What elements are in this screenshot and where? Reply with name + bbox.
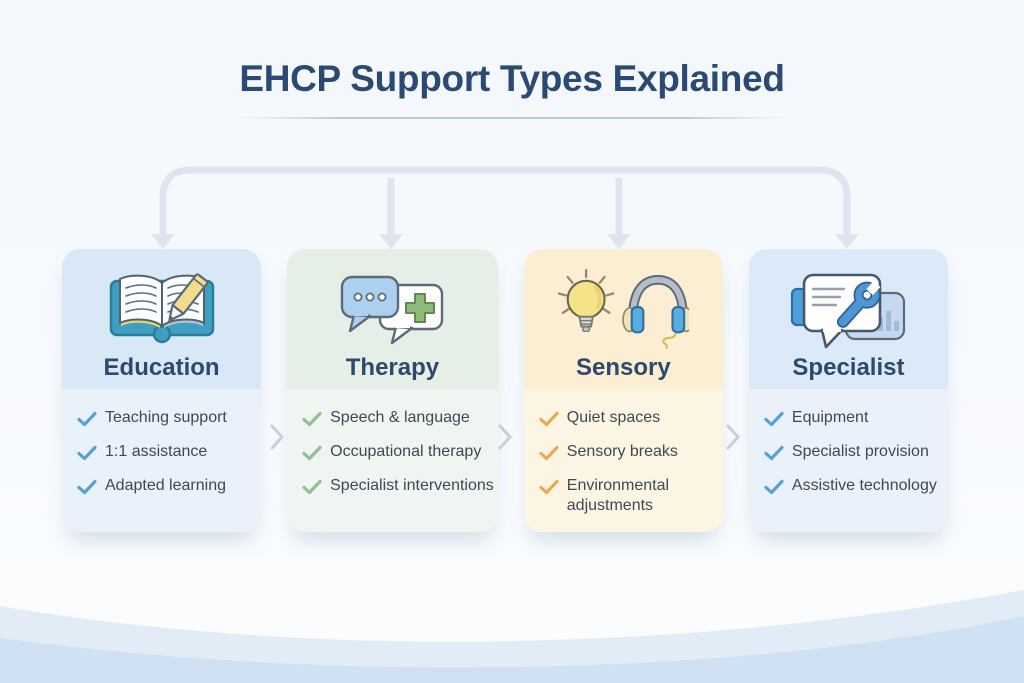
list-item: Adapted learning: [77, 476, 257, 497]
speech-bubble-wrench-icon: [786, 266, 910, 352]
card-education: Education Teaching support 1:1 assistanc…: [62, 249, 262, 532]
card-therapy: Therapy Speech & language Occupational t…: [287, 249, 498, 532]
item-label: Adapted learning: [105, 476, 226, 494]
speech-bubbles-plus-icon: [334, 266, 450, 352]
card-education-header: Education: [62, 249, 262, 389]
list-item: Quiet spaces: [539, 408, 719, 429]
check-icon: [77, 479, 97, 494]
item-label: Speech & language: [330, 409, 470, 426]
title-underline: [239, 117, 785, 119]
item-label: Quiet spaces: [566, 409, 661, 426]
item-label: Sensory breaks: [566, 442, 678, 460]
list-item: Specialist provision: [764, 442, 944, 463]
list-item: Equipment: [764, 408, 944, 429]
card-sensory-items: Quiet spaces Sensory breaks Environmenta…: [523, 389, 723, 532]
list-item: Environmental adjustments: [539, 476, 719, 518]
card-title: Education: [103, 354, 220, 381]
card-sensory-header: Sensory: [523, 249, 723, 389]
item-label: Equipment: [791, 409, 869, 426]
check-icon: [764, 445, 784, 460]
card-title: Specialist: [792, 354, 905, 381]
check-icon: [302, 411, 322, 427]
item-label: Specialist provision: [791, 442, 929, 460]
connector-arrows: [151, 166, 859, 249]
lightbulb-headphones-icon: [557, 266, 690, 352]
check-icon: [77, 445, 97, 460]
check-icon: [77, 411, 97, 427]
item-label: Specialist interventions: [330, 476, 494, 494]
check-icon: [302, 479, 322, 494]
cards-row: Education Teaching support 1:1 assistanc…: [62, 249, 949, 532]
list-item: Occupational therapy: [302, 442, 494, 463]
card-title: Therapy: [345, 354, 440, 381]
check-icon: [764, 411, 784, 427]
list-item: Speech & language: [302, 408, 494, 429]
item-label: Environmental adjustments: [566, 476, 670, 515]
chevron-right-icon: [726, 424, 740, 450]
list-item: 1:1 assistance: [77, 442, 257, 463]
check-icon: [764, 479, 784, 494]
card-education-items: Teaching support 1:1 assistance Adapted …: [62, 389, 262, 532]
check-icon: [539, 445, 559, 460]
card-sensory: Sensory Quiet spaces Sensory breaks Envi…: [523, 249, 723, 532]
check-icon: [539, 411, 559, 427]
list-item: Teaching support: [77, 408, 257, 429]
card-therapy-items: Speech & language Occupational therapy S…: [287, 389, 498, 532]
card-title: Sensory: [575, 354, 671, 381]
card-specialist-header: Specialist: [748, 249, 949, 389]
list-item: Assistive technology: [764, 476, 944, 497]
bottom-wave: [0, 590, 1024, 683]
check-icon: [539, 479, 559, 494]
page-title: EHCP Support Types Explained: [239, 58, 785, 99]
card-specialist: Specialist Equipment Specialist provisio…: [748, 249, 949, 532]
list-item: Specialist interventions: [302, 476, 494, 497]
item-label: 1:1 assistance: [105, 442, 208, 460]
chevron-right-icon: [498, 424, 512, 450]
list-item: Sensory breaks: [539, 442, 719, 463]
check-icon: [302, 445, 322, 460]
chevron-right-icon: [270, 424, 284, 450]
card-specialist-items: Equipment Specialist provision Assistive…: [748, 389, 949, 532]
item-label: Teaching support: [105, 409, 227, 426]
item-label: Occupational therapy: [330, 442, 482, 460]
open-book-pencil-icon: [104, 266, 220, 352]
item-label: Assistive technology: [791, 476, 937, 494]
card-therapy-header: Therapy: [287, 249, 498, 389]
